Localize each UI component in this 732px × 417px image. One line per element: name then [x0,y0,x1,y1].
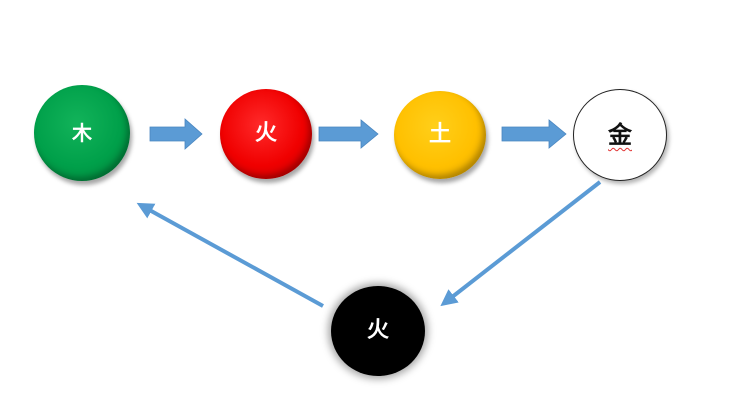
block-arrow-earth-to-metal [501,119,567,149]
earth-node: 土 [394,91,486,179]
water-node: 火 [331,286,425,376]
block-arrow-fire-to-earth [318,119,379,149]
earth-label: 土 [428,122,451,147]
wood-node: 木 [34,85,130,181]
line-arrow-metal-to-water [440,180,602,307]
water-label: 火 [366,318,389,343]
fire-label: 火 [254,121,277,146]
fire-node: 火 [220,89,312,179]
block-arrow-wood-to-fire [149,118,203,150]
metal-node: 金 [573,89,667,181]
metal-label: 金 [608,121,632,149]
wood-label: 木 [72,121,92,145]
line-arrow-water-to-wood [136,202,324,308]
